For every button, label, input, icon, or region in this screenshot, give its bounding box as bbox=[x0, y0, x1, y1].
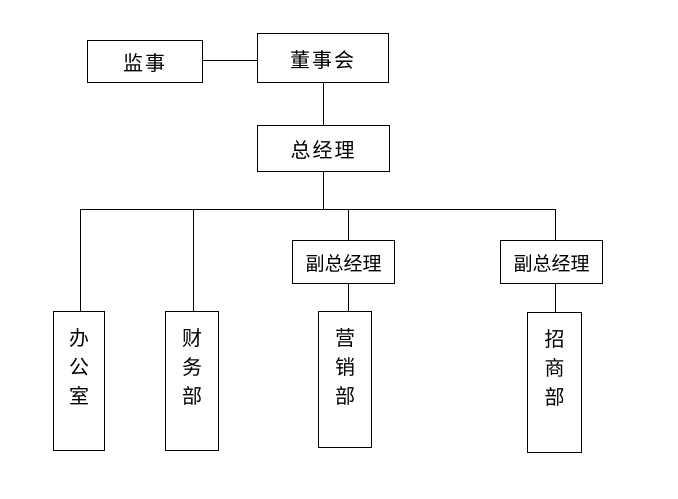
node-deputy-gm-1: 副总经理 bbox=[292, 240, 395, 284]
node-finance-dept-label: 财务部 bbox=[182, 326, 202, 408]
node-marketing-dept-label: 营销部 bbox=[335, 326, 355, 408]
node-finance-dept: 财务部 bbox=[165, 311, 219, 451]
connector-bus-office bbox=[80, 209, 81, 311]
node-deputy-gm-1-label: 副总经理 bbox=[305, 252, 382, 275]
connector-deputy-gm-1-marketing bbox=[348, 284, 349, 311]
node-investment-dept: 招商部 bbox=[527, 312, 582, 453]
connector-bus-deputy-gm-1 bbox=[348, 209, 349, 240]
node-office: 办公室 bbox=[53, 311, 105, 451]
node-deputy-gm-2: 副总经理 bbox=[500, 240, 603, 284]
connector-deputy-gm-2-investment bbox=[555, 284, 556, 312]
node-supervisor: 监事 bbox=[87, 40, 203, 83]
connector-bus-finance bbox=[193, 209, 194, 311]
connector-bus-line bbox=[80, 209, 556, 210]
node-general-manager: 总经理 bbox=[257, 125, 390, 172]
node-board-label: 董事会 bbox=[290, 47, 356, 72]
node-board-of-directors: 董事会 bbox=[257, 33, 389, 83]
connector-bus-deputy-gm-2 bbox=[555, 209, 556, 240]
node-investment-dept-label: 招商部 bbox=[544, 327, 565, 409]
node-office-label: 办公室 bbox=[69, 326, 89, 408]
connector-supervisor-board bbox=[203, 60, 257, 61]
connector-board-general-manager bbox=[323, 83, 324, 125]
node-general-manager-label: 总经理 bbox=[290, 138, 357, 162]
connector-general-manager-bus bbox=[323, 172, 324, 209]
node-deputy-gm-2-label: 副总经理 bbox=[513, 252, 590, 275]
node-marketing-dept: 营销部 bbox=[318, 311, 372, 448]
node-supervisor-label: 监事 bbox=[123, 51, 167, 75]
